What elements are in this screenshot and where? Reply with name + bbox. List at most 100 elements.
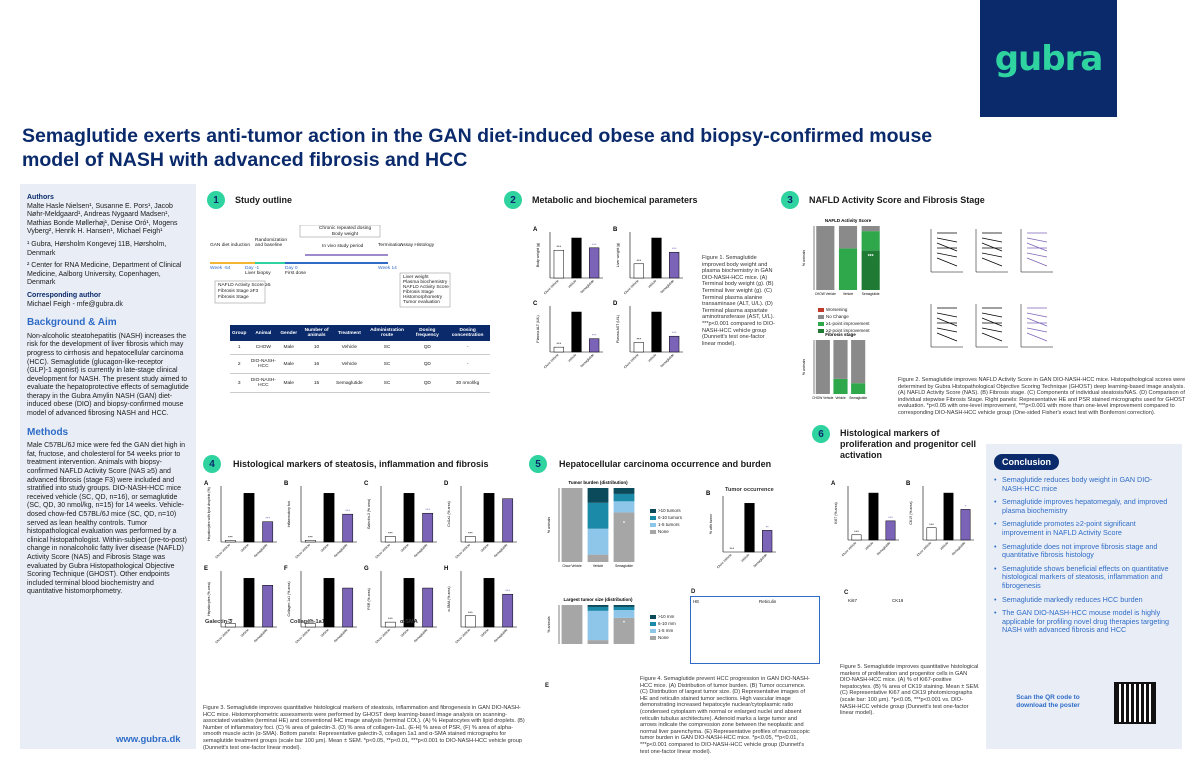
timeline-pre-2: Fibrosis Stage xyxy=(218,295,249,300)
significance-label: * xyxy=(623,521,625,527)
stacked-segment xyxy=(833,378,848,394)
bar xyxy=(323,578,335,628)
bar xyxy=(960,509,971,541)
stacked-segment xyxy=(861,226,880,232)
asma-label: α-SMA xyxy=(400,619,418,625)
paired-line xyxy=(1026,332,1048,342)
x-tick-label: Vehicle xyxy=(320,543,330,553)
significance-label: *** xyxy=(636,258,641,263)
significance-label: *** xyxy=(265,516,270,521)
bar xyxy=(464,615,476,628)
timeline-day0: Day 0 xyxy=(285,266,298,271)
timeline-day-neg: Day -1 xyxy=(245,266,260,271)
list-item: Semaglutide promotes ≥2-point significan… xyxy=(994,520,1174,537)
x-tick-label: Chow Vehicle xyxy=(562,564,582,568)
corresponding-author[interactable]: Michael Feigh - mfe@gubra.dk xyxy=(27,300,123,308)
significance-label: *** xyxy=(729,546,734,551)
study-timeline: Chronic repeated dosing Body weight In v… xyxy=(210,224,455,315)
list-item: Semaglutide markedly reduces HCC burden xyxy=(994,595,1174,605)
chart-title: Largest tumor size (distribution) xyxy=(563,597,633,602)
table-header: Animal xyxy=(248,325,279,341)
x-tick-label: Chow Vehicle xyxy=(215,628,232,645)
paired-line xyxy=(981,242,1003,252)
significance-label: *** xyxy=(888,515,893,520)
paired-line xyxy=(936,317,958,327)
paired-line xyxy=(936,252,958,258)
x-tick-label: Chow Vehicle xyxy=(916,541,933,558)
stacked-segment xyxy=(587,502,609,529)
bar xyxy=(651,311,662,353)
affiliation-2: ² Center for RNA Medicine, Department of… xyxy=(27,262,182,287)
timeline-top-label: Chronic repeated dosing xyxy=(318,226,372,231)
timeline-week14: Week 14 xyxy=(378,266,397,271)
x-tick-label: Chow Vehicle xyxy=(455,628,472,645)
paired-line xyxy=(981,327,1003,333)
ck19-label: CK19 xyxy=(892,598,904,603)
paired-plot-svg xyxy=(930,229,963,273)
section-title-5: Hepatocellular carcinoma occurrence and … xyxy=(559,459,772,469)
stacked-segment xyxy=(838,248,858,290)
timeline-week-neg: Week -54 xyxy=(210,266,231,271)
significance-label: *** xyxy=(929,522,934,527)
paired-plot-svg xyxy=(975,304,1008,348)
legend-label: 6-10 tumors xyxy=(658,515,683,520)
x-tick-label: Semaglutide xyxy=(413,628,429,644)
section-number-4: 4 xyxy=(203,455,221,473)
panel-letter: C xyxy=(533,301,538,307)
y-axis-label: α-SMA (% area) xyxy=(447,587,451,612)
timeline-first-dose: First dose xyxy=(285,271,307,276)
panel-letter: A xyxy=(204,481,209,487)
bar xyxy=(384,621,396,628)
table-cell: QD xyxy=(409,354,446,374)
stacked-segment xyxy=(815,340,830,394)
legend-entry: >10 tumors xyxy=(650,508,682,513)
collagen-label: Collagen-1a1 xyxy=(290,619,325,625)
website-link[interactable]: www.gubra.dk xyxy=(116,734,181,746)
x-tick-label: Chow Vehicle xyxy=(215,543,232,560)
legend-entry: No Change xyxy=(818,314,870,319)
legend-swatch xyxy=(650,515,656,520)
panel-letter: E xyxy=(204,566,208,572)
figure-4-caption: Figure 4. Semaglutide prevent HCC progre… xyxy=(640,676,810,755)
stacked-chart-svg: Largest tumor size (distribution)% anima… xyxy=(547,597,635,644)
x-tick-label: Semaglutide xyxy=(253,543,269,559)
legend-entry: 6-10 tumors xyxy=(650,515,682,520)
legend-swatch xyxy=(818,321,824,326)
x-tick-label: Vehicle xyxy=(939,541,949,551)
table-header: Dosing concentration xyxy=(445,325,490,341)
legend-label: ≥1-point improvement xyxy=(826,321,870,326)
conclusion-box: Conclusion Semaglutide reduces body weig… xyxy=(986,444,1182,749)
stacked-segment xyxy=(587,528,609,555)
significance-label: *** xyxy=(854,529,859,534)
x-tick-label: Chow Vehicle xyxy=(841,541,858,558)
ki67-label: Ki67 xyxy=(848,598,858,603)
x-tick-label: Semaglutide xyxy=(660,279,676,295)
table-cell: DIO-NASH-HCC xyxy=(248,354,279,374)
gubra-logo[interactable]: gubra xyxy=(980,0,1117,117)
chart-title: Fibrosis stage xyxy=(825,332,856,337)
table-cell: SC xyxy=(364,373,410,393)
tumor-occurrence-title: Tumor occurrence xyxy=(725,487,774,493)
x-tick-label: Chow Vehicle xyxy=(295,543,312,560)
bar xyxy=(464,536,476,543)
bar xyxy=(589,338,600,353)
paired-plot-sema-fib xyxy=(1015,300,1055,355)
bar xyxy=(669,335,680,353)
table-header: Number of animals xyxy=(299,325,335,341)
table-cell: 30 nmol/kg xyxy=(445,373,490,393)
timeline-biopsy: Liver biopsy xyxy=(245,271,271,276)
qr-code[interactable] xyxy=(1114,682,1156,724)
stacked-segment xyxy=(613,617,635,644)
bar xyxy=(342,513,354,543)
table-header: Group xyxy=(230,325,249,341)
legend-entry: 1-5 mm xyxy=(650,628,676,633)
